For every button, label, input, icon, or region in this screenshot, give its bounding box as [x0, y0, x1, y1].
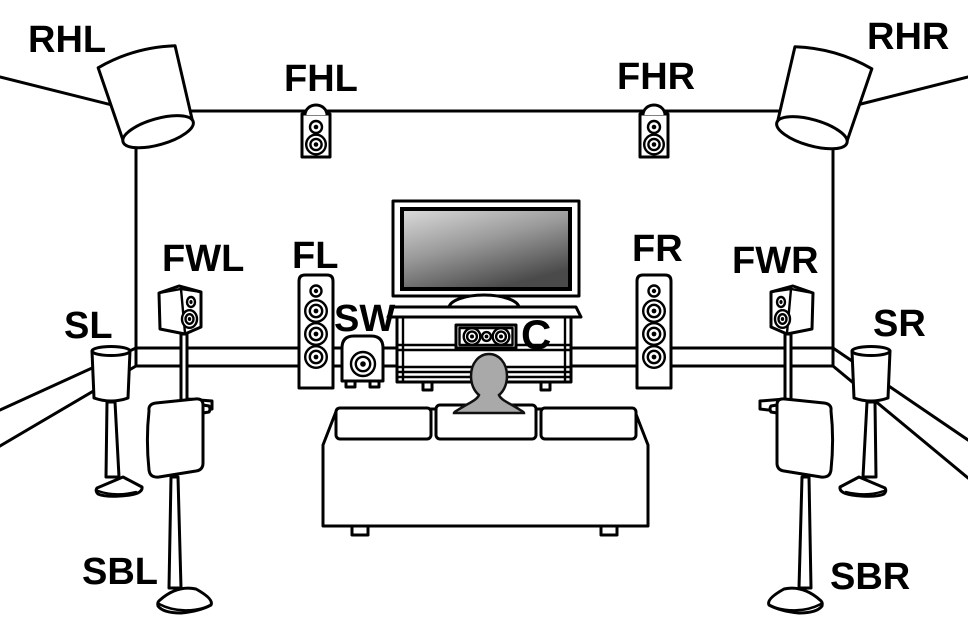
- speaker-rhr: [768, 40, 875, 158]
- tv-screen: [400, 207, 572, 291]
- label-c: C: [521, 311, 551, 358]
- label-fwl: FWL: [162, 238, 244, 280]
- sofa: [321, 403, 650, 537]
- tv: [391, 199, 581, 310]
- labels: RHL FHL FHR RHR FWL FL FR FWR SL SW C SR…: [28, 16, 949, 598]
- speaker-sbr: [767, 397, 834, 615]
- label-rhr: RHR: [867, 16, 949, 58]
- speaker-fhl: [300, 103, 332, 159]
- speaker-sl: [90, 345, 144, 498]
- label-sl: SL: [64, 305, 113, 347]
- label-sbr: SBR: [830, 556, 910, 598]
- label-sbl: SBL: [82, 551, 158, 593]
- speaker-fl: [297, 273, 335, 390]
- label-fwr: FWR: [732, 240, 819, 282]
- speaker-rhl: [95, 39, 202, 157]
- label-fhl: FHL: [284, 58, 358, 100]
- speaker-c: [454, 323, 518, 350]
- label-sw: SW: [334, 298, 395, 340]
- tv-cabinet: [386, 305, 583, 392]
- speaker-sr: [838, 345, 892, 498]
- label-fl: FL: [292, 235, 338, 277]
- speaker-fhr: [638, 103, 670, 159]
- label-fhr: FHR: [617, 56, 695, 98]
- speaker-sw: [340, 334, 385, 389]
- speaker-fr: [635, 273, 673, 390]
- label-rhl: RHL: [28, 19, 106, 61]
- listener-silhouette: [452, 352, 526, 415]
- label-fr: FR: [632, 228, 683, 270]
- label-sr: SR: [873, 303, 926, 345]
- tv-stand: [447, 293, 521, 310]
